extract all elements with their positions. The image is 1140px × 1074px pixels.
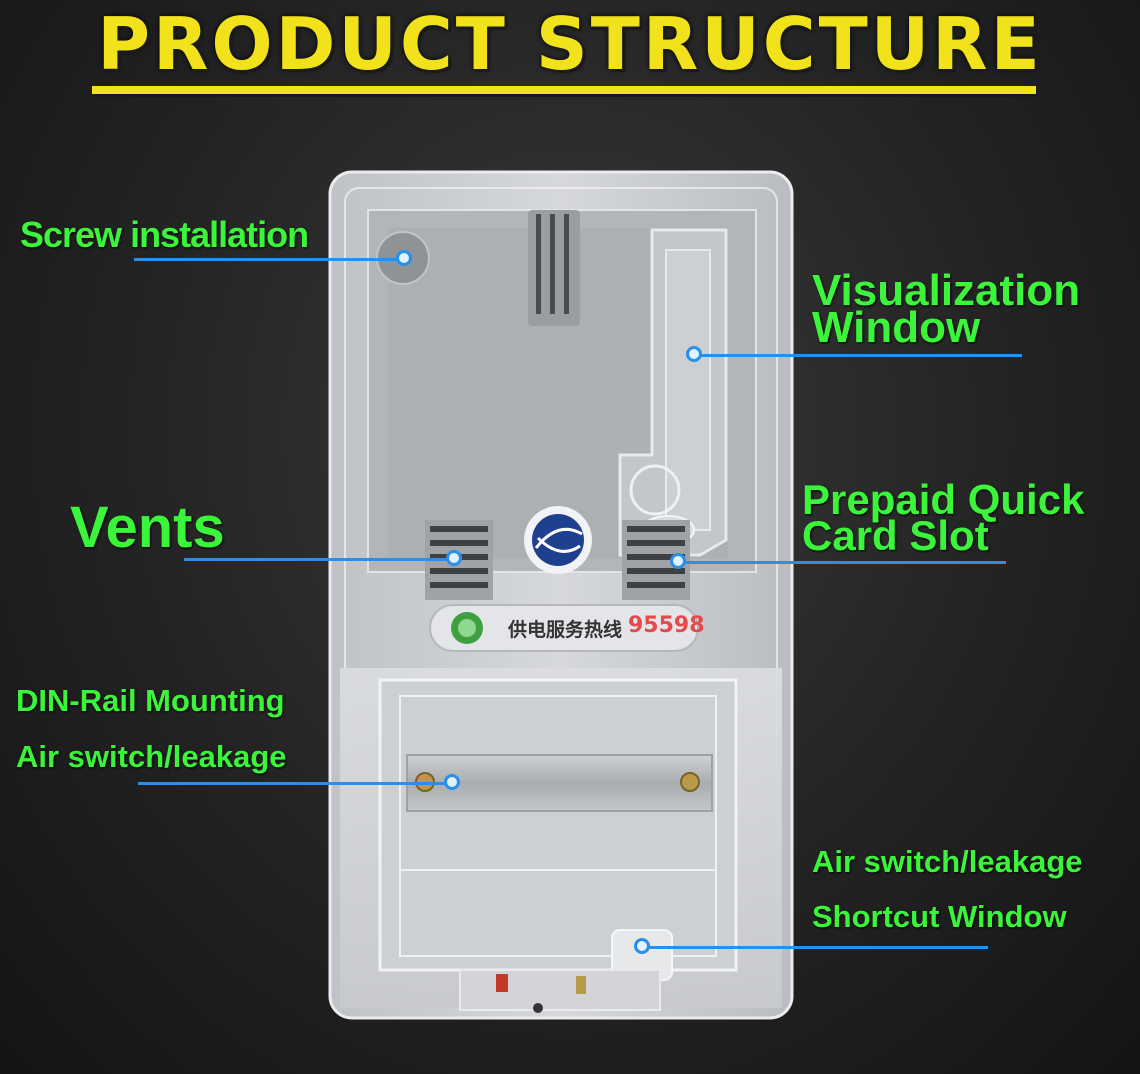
visualization-window-channel (618, 228, 728, 557)
prepaid-card-slot-line-1: Prepaid Quick (802, 476, 1085, 523)
din-rail-label-line-1: DIN-Rail Mounting (16, 683, 285, 718)
hotline-number: 95598 (628, 613, 705, 638)
title-underline (92, 86, 1036, 94)
state-grid-logo-icon (524, 506, 592, 574)
air-switch-window-label-line-1: Air switch/leakage (812, 844, 1083, 879)
vents-marker (446, 550, 462, 566)
din-rail-label-line-2: Air switch/leakage (16, 739, 287, 774)
visualization-window-line-1: Visualization (812, 266, 1081, 315)
air-switch-window-marker (634, 938, 650, 954)
visualization-window-line-2: Window (812, 303, 981, 353)
din-rail-marker (444, 774, 460, 790)
vents-leader (184, 558, 448, 561)
visualization-window-leader (700, 354, 1022, 357)
din-rail-leader (138, 782, 446, 785)
hotline-badge (429, 604, 699, 652)
visualization-window-marker (686, 346, 702, 362)
screw-installation-label: Screw installation (20, 214, 309, 255)
vents-label: Vents (70, 495, 225, 560)
hotline-text: 供电服务热线 (508, 619, 623, 641)
prepaid-card-slot-line-2: Card Slot (802, 511, 989, 559)
prepaid-card-slot-label: Prepaid Quick Card Slot (802, 476, 1085, 559)
prepaid-card-slot-leader (684, 561, 1006, 564)
air-switch-window-leader (648, 946, 988, 949)
visualization-window-label: Visualization Window (812, 266, 1081, 353)
bottom-fittings (459, 969, 661, 1013)
prepaid-card-slot-marker (670, 553, 686, 569)
lower-compartment (340, 668, 782, 1008)
top-vent-grille (528, 210, 580, 326)
page-title: PRODUCT STRUCTURE (97, 2, 1043, 86)
air-switch-window-label-line-2: Shortcut Window (812, 899, 1067, 934)
screw-installation-leader (134, 258, 396, 261)
screw-installation-marker (396, 250, 412, 266)
